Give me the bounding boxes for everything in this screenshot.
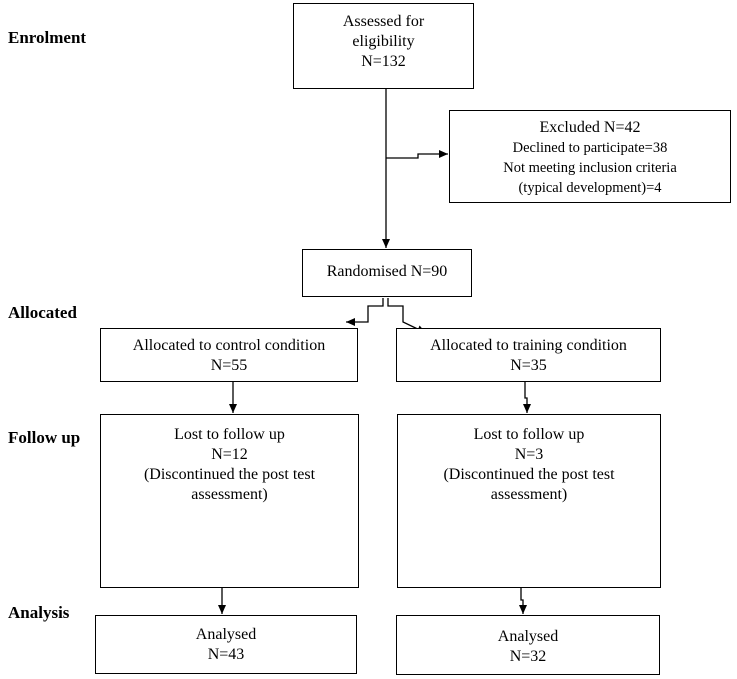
stage-label-analysis: Analysis <box>8 603 70 622</box>
training-analysis-label: Analysed <box>497 628 559 645</box>
control-analysis-box: Analysed N=43 <box>95 615 357 674</box>
training-followup-reason-1: (Discontinued the post test <box>443 466 615 483</box>
excluded-box: Excluded N=42 Declined to participate=38… <box>449 110 731 203</box>
arrow-training-followup-to-analysis <box>519 588 527 614</box>
assessed-box: Assessed for eligibility N=132 <box>293 3 474 89</box>
excluded-declined: Declined to participate=38 <box>512 140 668 156</box>
training-allocation-label: Allocated to training condition <box>430 337 627 354</box>
control-followup-box: Lost to follow up N=12 (Discontinued the… <box>100 414 359 588</box>
assessed-line-2: eligibility <box>352 33 415 50</box>
control-allocation-count: N=55 <box>210 357 248 374</box>
training-analysis-count: N=32 <box>509 648 547 665</box>
assessed-count: N=132 <box>361 53 406 70</box>
excluded-title: Excluded N=42 <box>539 119 641 136</box>
excluded-not-meeting: Not meeting inclusion criteria <box>503 160 677 176</box>
training-followup-box: Lost to follow up N=3 (Discontinued the … <box>397 414 661 588</box>
control-followup-count: N=12 <box>211 446 248 463</box>
arrow-to-control <box>346 298 384 326</box>
control-allocation-box: Allocated to control condition N=55 <box>100 328 358 382</box>
training-analysis-box: Analysed N=32 <box>396 615 660 675</box>
assessed-line-1: Assessed for <box>342 13 425 30</box>
stage-label-follow-up: Follow up <box>8 428 81 447</box>
randomised-label: Randomised N=90 <box>326 263 448 280</box>
control-followup-title: Lost to follow up <box>174 426 285 443</box>
control-followup-reason-1: (Discontinued the post test <box>143 466 316 483</box>
training-allocation-box: Allocated to training condition N=35 <box>396 328 661 382</box>
randomised-box: Randomised N=90 <box>302 249 472 297</box>
training-followup-title: Lost to follow up <box>473 426 585 443</box>
control-analysis-label: Analysed <box>195 626 257 643</box>
excluded-typical-development: (typical development)=4 <box>518 180 662 196</box>
training-followup-count: N=3 <box>514 446 544 463</box>
control-followup-reason-2: assessment) <box>191 486 268 503</box>
training-allocation-count: N=35 <box>510 357 547 374</box>
training-followup-reason-2: assessment) <box>490 486 568 503</box>
arrow-training-to-followup <box>523 382 531 413</box>
control-allocation-label: Allocated to control condition <box>132 337 326 354</box>
stage-label-enrolment: Enrolment <box>8 28 87 47</box>
stage-label-allocated: Allocated <box>8 303 77 322</box>
arrow-to-excluded <box>386 150 448 159</box>
control-analysis-count: N=43 <box>207 646 245 663</box>
arrow-to-training <box>387 298 427 334</box>
